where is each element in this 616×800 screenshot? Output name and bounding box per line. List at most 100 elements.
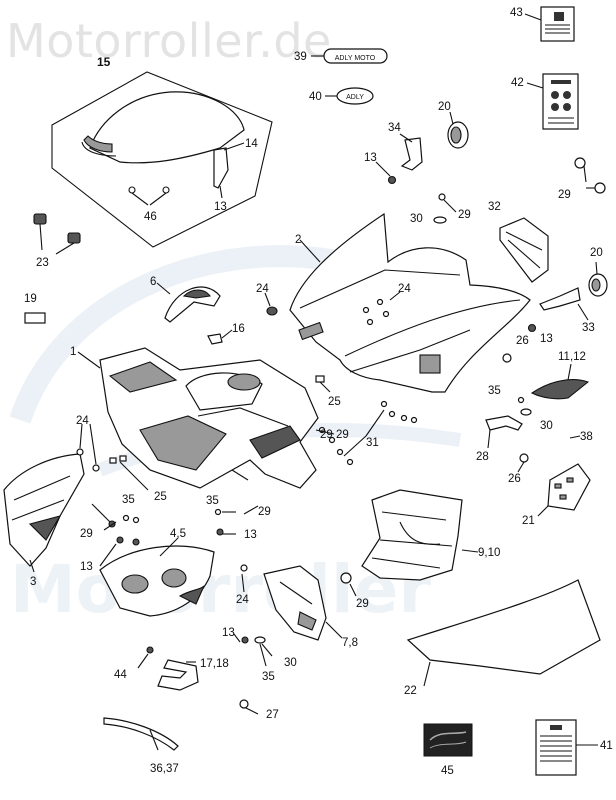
seat-clip-left bbox=[128, 186, 136, 194]
callout-19: 19 bbox=[24, 293, 37, 305]
callout-41: 41 bbox=[600, 740, 613, 752]
fuel-cap-20-right bbox=[588, 261, 608, 297]
callout-30-bottom: 30 bbox=[284, 657, 297, 669]
callout-7-8: 7,8 bbox=[342, 637, 358, 649]
bolts-31 bbox=[318, 400, 418, 466]
clip-25-left-a bbox=[109, 457, 117, 464]
fuel-cap-20-top bbox=[447, 111, 469, 149]
trim-strip-36-37 bbox=[103, 717, 179, 751]
sticker-42 bbox=[526, 73, 579, 130]
callout-34: 34 bbox=[388, 122, 401, 134]
callout-13-seat: 13 bbox=[214, 201, 227, 213]
callout-24-fender: 24 bbox=[398, 283, 411, 295]
bracket-28 bbox=[485, 415, 523, 431]
callout-11-12: 11,12 bbox=[558, 351, 586, 363]
heat-shield-21 bbox=[547, 463, 591, 511]
seat bbox=[89, 91, 245, 164]
sticker-43 bbox=[524, 6, 575, 42]
callout-24-left: 24 bbox=[76, 415, 89, 427]
callout-29-mid: 29 bbox=[336, 429, 349, 441]
callout-2: 2 bbox=[295, 234, 301, 246]
rubber-buffers bbox=[33, 213, 81, 255]
nut-13-right bbox=[527, 323, 537, 333]
watermark-site-name: Motorroller.de bbox=[6, 14, 332, 68]
callout-29-top: 29 bbox=[458, 209, 471, 221]
bolt-26-right bbox=[502, 353, 512, 363]
seat-frame-box bbox=[51, 71, 273, 248]
bolt-29-top-right bbox=[574, 157, 606, 194]
callout-35-bottom: 35 bbox=[262, 671, 275, 683]
side-panel-7-8 bbox=[263, 565, 327, 641]
svg-text:ADLY: ADLY bbox=[346, 94, 364, 101]
callout-30-top: 30 bbox=[410, 213, 423, 225]
pin-38 bbox=[569, 435, 581, 439]
emblem-adly: ADLY bbox=[325, 87, 374, 105]
callout-29-bottom: 29 bbox=[356, 598, 369, 610]
washer-30-right bbox=[520, 408, 532, 416]
washer-30-top bbox=[433, 216, 447, 224]
emblem-adly-moto: ADLY MOTO bbox=[311, 48, 388, 64]
callout-39: 39 bbox=[294, 51, 307, 63]
callout-22: 22 bbox=[404, 685, 417, 697]
callout-13-right: 13 bbox=[540, 333, 553, 345]
callout-14: 14 bbox=[245, 138, 258, 150]
callout-30-right: 30 bbox=[540, 420, 553, 432]
screw-35-right bbox=[517, 396, 525, 404]
callout-13-bottom: 13 bbox=[222, 627, 235, 639]
side-panel-32 bbox=[499, 217, 549, 283]
mudflap-22 bbox=[406, 579, 601, 675]
bracket-34 bbox=[400, 137, 423, 171]
callout-27: 27 bbox=[266, 709, 279, 721]
reflector-11-12 bbox=[530, 379, 590, 400]
callout-24-bottom: 24 bbox=[236, 594, 249, 606]
bolt-26-lower bbox=[519, 453, 529, 463]
callout-17-18: 17,18 bbox=[200, 658, 229, 670]
callout-26-lower: 26 bbox=[508, 473, 521, 485]
grommet-24-mid bbox=[266, 306, 278, 316]
sticker-19 bbox=[24, 312, 46, 324]
watermark-logo-text: Motorroller bbox=[10, 551, 431, 628]
callout-44: 44 bbox=[114, 669, 127, 681]
callout-33: 33 bbox=[582, 322, 595, 334]
callout-16: 16 bbox=[232, 323, 245, 335]
callout-29-right: 29 bbox=[558, 189, 571, 201]
callout-25-right: 25 bbox=[328, 396, 341, 408]
callout-1: 1 bbox=[70, 346, 76, 358]
callout-46: 46 bbox=[144, 211, 157, 223]
callout-20-top: 20 bbox=[438, 101, 451, 113]
callout-35-left: 35 bbox=[122, 494, 135, 506]
callout-35-center: 35 bbox=[206, 495, 219, 507]
seat-group bbox=[51, 71, 273, 248]
callout-36-37: 36,37 bbox=[150, 763, 179, 775]
bracket-17-18 bbox=[157, 659, 199, 691]
front-fender-1 bbox=[99, 347, 319, 489]
leader-lines bbox=[29, 239, 479, 639]
rear-fender-2 bbox=[289, 212, 531, 393]
callout-13-top: 13 bbox=[364, 152, 377, 164]
callout-9-10: 9,10 bbox=[478, 547, 500, 559]
callout-25-left: 25 bbox=[154, 491, 167, 503]
callout-29-left: 29 bbox=[80, 528, 93, 540]
nut-13-top bbox=[387, 175, 397, 185]
callout-13-mid: 13 bbox=[244, 529, 257, 541]
callout-6: 6 bbox=[150, 276, 156, 288]
callout-38: 38 bbox=[580, 431, 593, 443]
callout-3: 3 bbox=[30, 576, 36, 588]
callout-31: 31 bbox=[366, 437, 379, 449]
part-16 bbox=[207, 333, 223, 345]
callout-43: 43 bbox=[510, 7, 523, 19]
callout-20-right: 20 bbox=[590, 247, 603, 259]
callout-26-right: 26 bbox=[516, 335, 529, 347]
callout-21: 21 bbox=[522, 515, 535, 527]
callout-42: 42 bbox=[511, 77, 524, 89]
callout-40: 40 bbox=[309, 91, 322, 103]
callout-23: 23 bbox=[36, 257, 49, 269]
screws-24-fender bbox=[362, 291, 401, 326]
callout-13-left: 13 bbox=[80, 561, 93, 573]
callout-15: 15 bbox=[97, 55, 111, 69]
callout-4-5: 4,5 bbox=[170, 528, 186, 540]
seat-front bbox=[81, 141, 117, 157]
seat-front-pad bbox=[83, 135, 113, 153]
callout-32: 32 bbox=[488, 201, 501, 213]
